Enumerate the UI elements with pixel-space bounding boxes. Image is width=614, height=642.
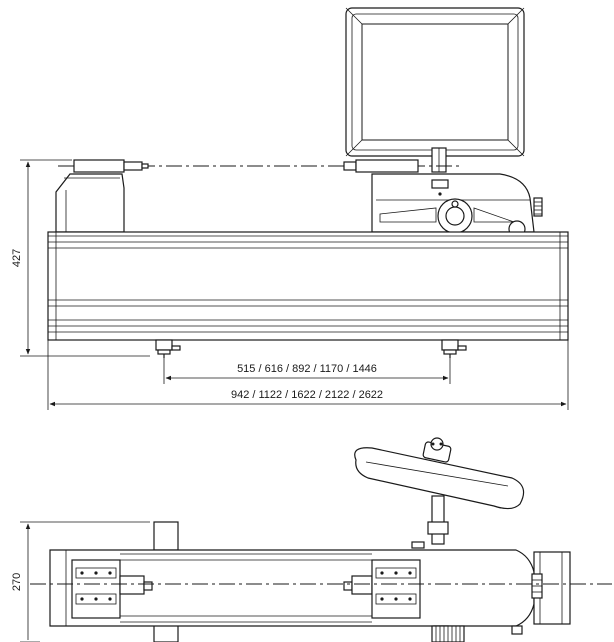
left-tailstock — [55, 159, 149, 233]
left-foot — [155, 339, 181, 358]
foot-spacing-label: 515 / 616 / 892 / 1170 / 1446 — [237, 363, 377, 375]
depth-dimension: 270 — [11, 521, 150, 642]
monitor — [345, 7, 525, 157]
foot-spacing-dimension: 515 / 616 / 892 / 1170 / 1446 — [163, 358, 451, 384]
overall-length-label: 942 / 1122 / 1622 / 2122 / 2622 — [231, 389, 383, 401]
monitor-top — [354, 437, 525, 545]
adjustment-knob — [431, 625, 523, 642]
height-dimension: 427 — [11, 159, 150, 357]
base-rail — [47, 231, 569, 341]
overall-length-dimension: 942 / 1122 / 1622 / 2122 / 2622 — [47, 340, 569, 410]
right-foot — [441, 339, 467, 358]
measuring-head — [343, 159, 543, 238]
height-label: 427 — [11, 249, 23, 267]
depth-label: 270 — [11, 573, 23, 591]
monitor-pole — [431, 147, 447, 173]
top-view: 270 — [11, 437, 612, 642]
side-view: 427 515 / 616 / 892 / 1170 / 1446 942 / … — [11, 7, 569, 410]
left-carriage — [71, 559, 153, 619]
right-carriage — [343, 541, 449, 633]
